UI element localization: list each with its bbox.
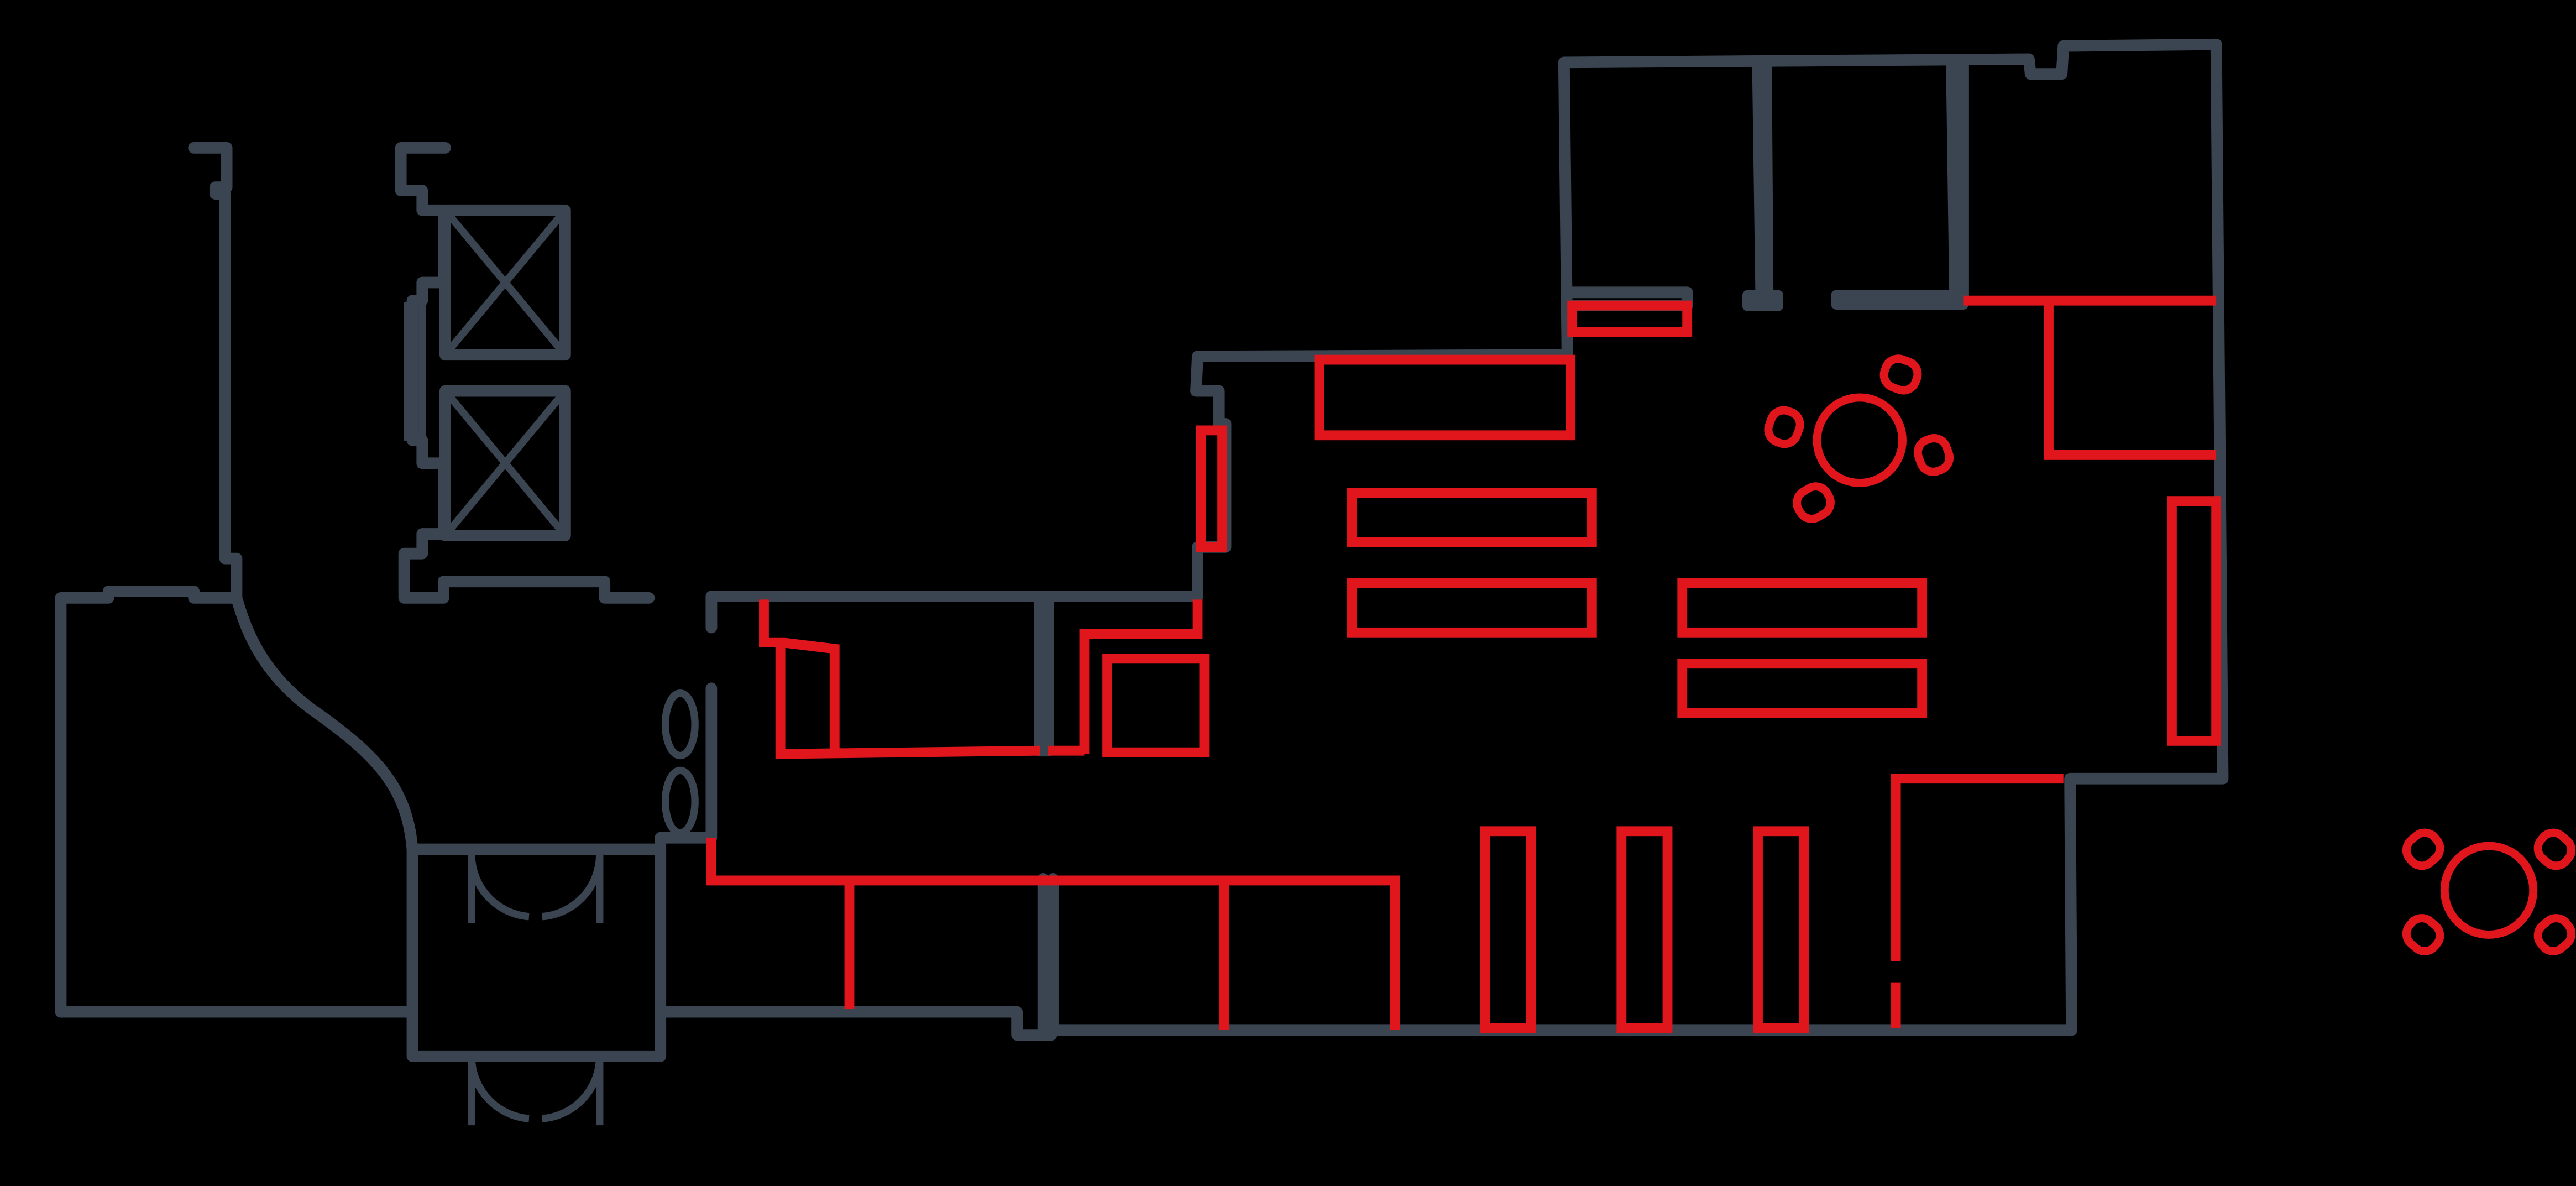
reception-counter: [1314, 354, 1576, 441]
loose-round-table-group: [2402, 828, 2576, 955]
dining-table-group: [1764, 354, 1954, 523]
corridor-wall-west: [231, 592, 418, 1018]
chair-2: [1913, 434, 1954, 476]
booth-3: [1753, 826, 1809, 1033]
corridor-cross-wall-2: [1037, 873, 1059, 1036]
northeast-office-wall: [1963, 295, 2217, 460]
elevator-2-cross-icon: [442, 388, 568, 538]
elevator-door-frame: [404, 301, 426, 441]
central-room-walls: [759, 599, 1203, 759]
elevator-car-2: [439, 385, 571, 541]
elevator-car-1: [439, 204, 571, 361]
chair-6: [2533, 828, 2576, 870]
bench-1: [1347, 488, 1597, 547]
southeast-room-wall: [1891, 774, 2064, 1028]
bench-2: [1347, 578, 1597, 638]
south-office-walls: [706, 838, 1400, 1030]
booth-2: [1616, 826, 1673, 1033]
office-partition-2: [1831, 56, 1969, 310]
chair-3: [1793, 482, 1835, 523]
chair-8: [2533, 914, 2576, 955]
round-table: [1813, 393, 1907, 487]
corridor-cross-wall: [1034, 593, 1054, 757]
planter-2: [661, 766, 699, 837]
booth-1: [1480, 826, 1536, 1033]
chair-4: [1764, 406, 1804, 448]
north-wall-link: [705, 56, 1573, 634]
elevator-1-cross-icon: [442, 208, 568, 357]
north-wall-cabinet: [1567, 300, 1693, 337]
wall-cabinet-north: [1196, 425, 1228, 552]
entry-double-door: [468, 1056, 604, 1126]
vestibule-wall: [406, 682, 718, 855]
east-storage-wall: [2166, 496, 2222, 746]
planter-1: [661, 689, 699, 760]
existing-walls-layer: [55, 38, 2229, 1126]
chair-7: [2402, 914, 2444, 955]
main-suite-outer-wall: [55, 38, 2229, 1062]
vestibule-double-door: [468, 854, 604, 923]
chair-1: [1879, 354, 1922, 395]
chair-5: [2402, 828, 2444, 870]
storage-closet: [1102, 654, 1210, 757]
bench-3: [1677, 578, 1928, 638]
round-table-2: [2440, 842, 2538, 939]
new-construction-layer: [706, 295, 2576, 1033]
office-partition-1: [1742, 60, 1784, 311]
bench-4: [1677, 659, 1928, 718]
